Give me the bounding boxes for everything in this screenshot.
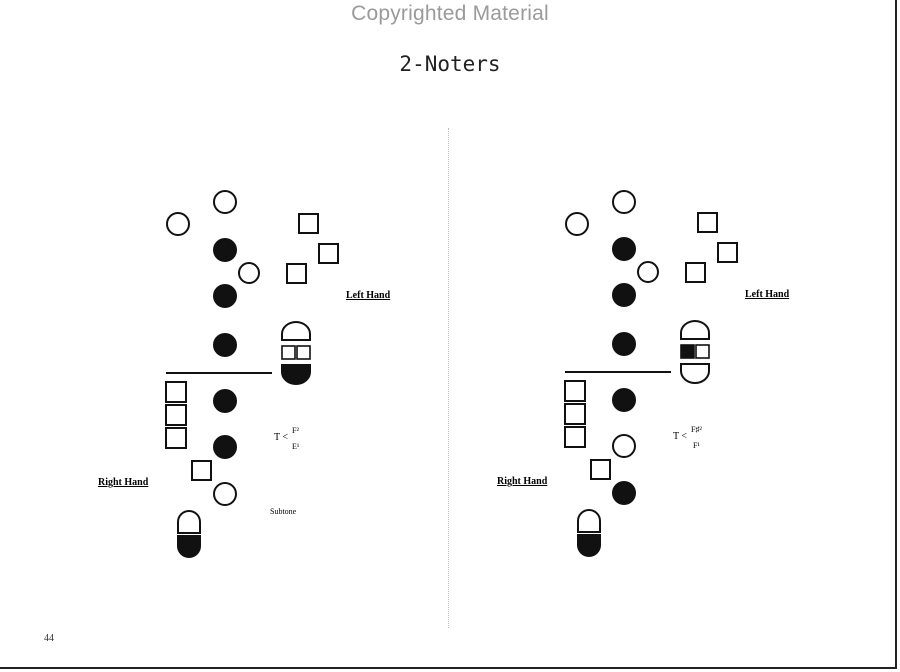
key-circle-open [213, 482, 237, 506]
key-square [165, 404, 187, 426]
key-circle-filled [213, 333, 237, 357]
palm-key-square [281, 345, 296, 360]
palm-key-square [296, 345, 311, 360]
key-square [165, 427, 187, 449]
key-side-circle [238, 262, 260, 284]
key-square [318, 243, 339, 264]
key-thumb-circle [213, 190, 237, 214]
pinky-key-top [177, 510, 201, 534]
watermark: Copyrighted Material [351, 2, 549, 25]
key-circle-filled [213, 284, 237, 308]
subtone-label: Subtone [270, 507, 297, 516]
note-lower: E¹ [292, 442, 300, 451]
key-square [191, 460, 212, 481]
page-number: 44 [44, 633, 54, 644]
palm-key-bottom-filled [281, 364, 311, 385]
fingering-diagram-left: Left Hand Right Hand T < F² E¹ Subtone [98, 190, 391, 558]
left-hand-label: Left Hand [346, 290, 391, 301]
trill-note: T < [274, 432, 288, 443]
key-octave-circle [166, 212, 190, 236]
page-divider [448, 128, 449, 628]
pinky-key-bottom-filled [177, 535, 201, 558]
right-hand-label: Right Hand [98, 477, 149, 488]
palm-key-top [281, 321, 311, 341]
key-circle-filled [213, 435, 237, 459]
note-upper: F² [292, 426, 299, 435]
key-square [298, 213, 319, 234]
key-circle-filled [213, 238, 237, 262]
key-square [165, 381, 187, 403]
key-square [286, 263, 307, 284]
page-title: 2-Noters [399, 52, 501, 76]
key-circle-filled [213, 389, 237, 413]
